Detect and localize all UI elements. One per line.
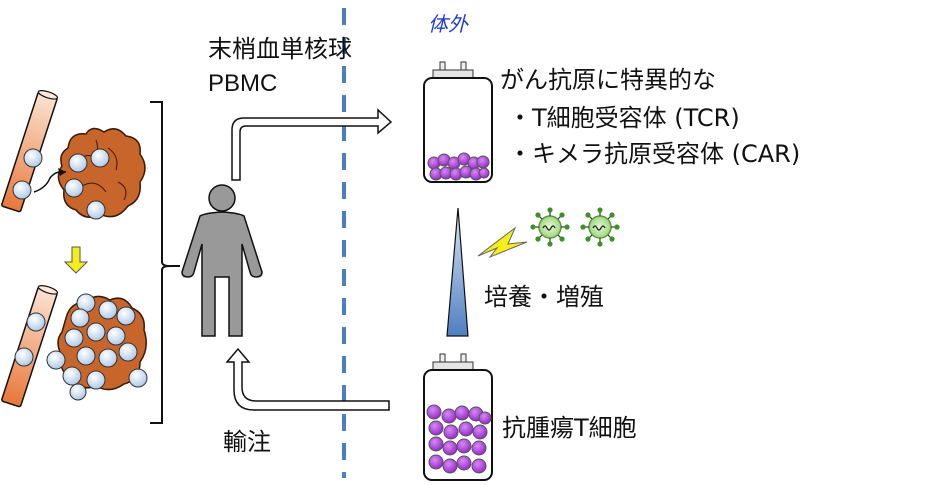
outside-body-label: 体外 bbox=[428, 12, 468, 36]
expansion-wedge bbox=[446, 207, 469, 337]
vessel-after bbox=[1, 285, 59, 408]
specific-intro-label: がん抗原に特異的な bbox=[500, 66, 716, 94]
culture-expansion-label: 培養・増殖 bbox=[484, 283, 604, 311]
infusion-label: 輸注 bbox=[223, 428, 271, 456]
grouping-bracket bbox=[150, 101, 171, 424]
culture-flask-top bbox=[423, 61, 493, 183]
antitumor-t-cell-label: 抗腫瘍T細胞 bbox=[502, 414, 637, 442]
pbmc-english-label: PBMC bbox=[208, 70, 278, 97]
tumor-mass-before bbox=[33, 127, 146, 220]
vessel-before bbox=[1, 90, 59, 213]
patient-person-icon bbox=[181, 184, 263, 337]
tumor-mass-after bbox=[46, 293, 148, 401]
infusion-arrow bbox=[225, 347, 390, 411]
culture-flask-bottom bbox=[423, 353, 493, 481]
progression-arrow-icon bbox=[63, 246, 89, 274]
pbmc-japanese-label: 末梢血単核球 bbox=[208, 35, 352, 63]
lightning-icon bbox=[477, 226, 528, 259]
virus-vector-icon bbox=[530, 207, 570, 247]
collection-arrow bbox=[231, 108, 393, 181]
car-item-label: ・キメラ抗原受容体 (CAR) bbox=[508, 140, 801, 168]
tcr-item-label: ・T細胞受容体 (TCR) bbox=[508, 104, 740, 132]
virus-vector-icon bbox=[580, 207, 620, 247]
